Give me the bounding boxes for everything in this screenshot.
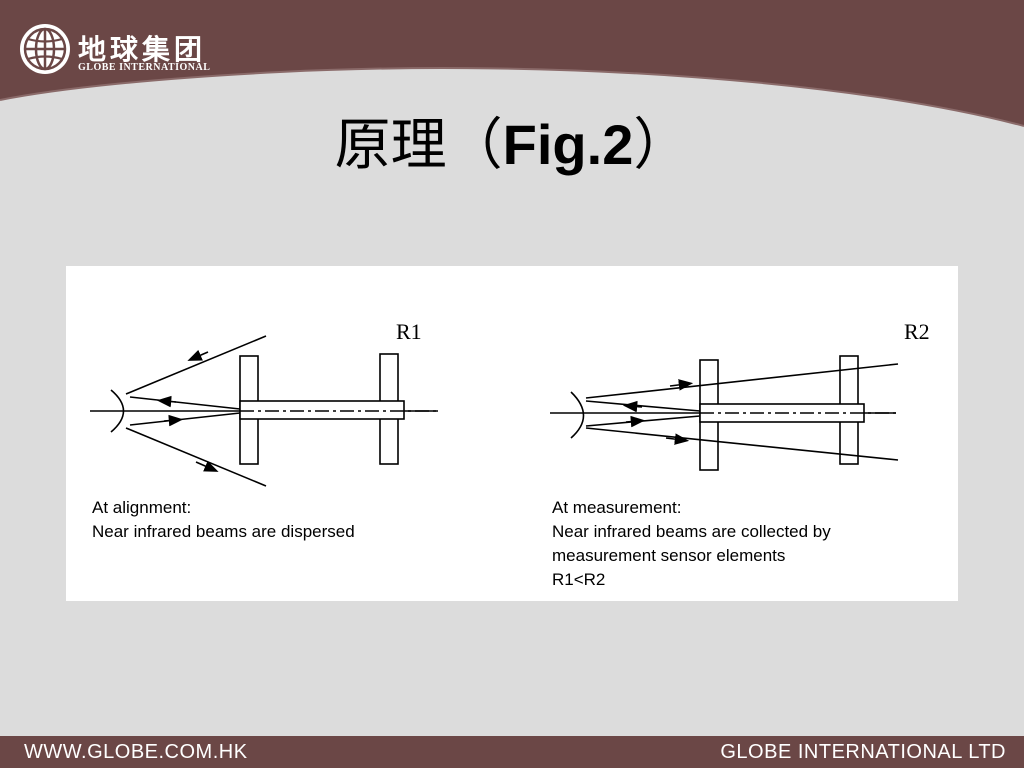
page-title: 原理（Fig.2） (0, 100, 1024, 181)
label-r2: R2 (904, 319, 930, 344)
caption-left: At alignment: Near infrared beams are di… (92, 496, 355, 544)
principle-diagram: R1 R2 (90, 319, 930, 487)
title-cn: 原理（ (334, 113, 503, 178)
beam-out-bottom (125, 427, 267, 487)
beam-top-far (585, 363, 899, 399)
caption-right-line-3: measurement sensor elements (552, 546, 786, 565)
beam-arrow-3 (156, 395, 177, 408)
beam-arrow-8 (625, 415, 646, 428)
caption-right: At measurement: Near infrared beams are … (552, 496, 831, 592)
globe-icon (20, 24, 70, 74)
footer-bar: WWW.GLOBE.COM.HK GLOBE INTERNATIONAL LTD (0, 736, 1024, 768)
beam-in-bottom (129, 412, 241, 426)
beam-arrow-6 (665, 433, 690, 445)
caption-left-line-1: At alignment: (92, 498, 192, 517)
beam-in-top-right (585, 400, 701, 412)
beam-bottom-far (585, 427, 899, 461)
brand-name-cn: 地球集团 (78, 33, 207, 66)
beam-out-top (125, 335, 267, 395)
caption-right-line-2: Near infrared beams are collected by (552, 522, 831, 541)
footer-website[interactable]: WWW.GLOBE.COM.HK (24, 741, 248, 763)
caption-right-line-1: At measurement: (552, 498, 682, 517)
header-band (0, 0, 1024, 127)
sensor-arc-right (570, 391, 585, 439)
beam-in-bottom-right (585, 415, 701, 427)
beam-arrow-5 (669, 379, 694, 391)
brand-logo: 地球集团 GLOBE INTERNATIONAL (18, 22, 238, 82)
beam-arrow-7 (622, 400, 643, 413)
title-fig: Fig.2 (502, 113, 634, 176)
diagram-panel: R1 R2 At alignment: Near infrared beams … (66, 266, 958, 601)
beam-arrow-4 (163, 414, 184, 427)
caption-right-line-4: R1<R2 (552, 570, 606, 589)
label-r1: R1 (396, 319, 422, 344)
title-close: ） (633, 113, 690, 178)
beam-arrow-2 (195, 460, 219, 472)
caption-left-line-2: Near infrared beams are dispersed (92, 522, 355, 541)
alignment-diagram (90, 335, 438, 487)
footer-company: GLOBE INTERNATIONAL LTD (720, 741, 1006, 763)
brand-name-en: GLOBE INTERNATIONAL (78, 62, 211, 73)
beam-in-top (129, 396, 241, 410)
measurement-diagram (550, 355, 899, 471)
beam-arrow-1 (187, 349, 209, 361)
shaft-left (239, 400, 405, 420)
